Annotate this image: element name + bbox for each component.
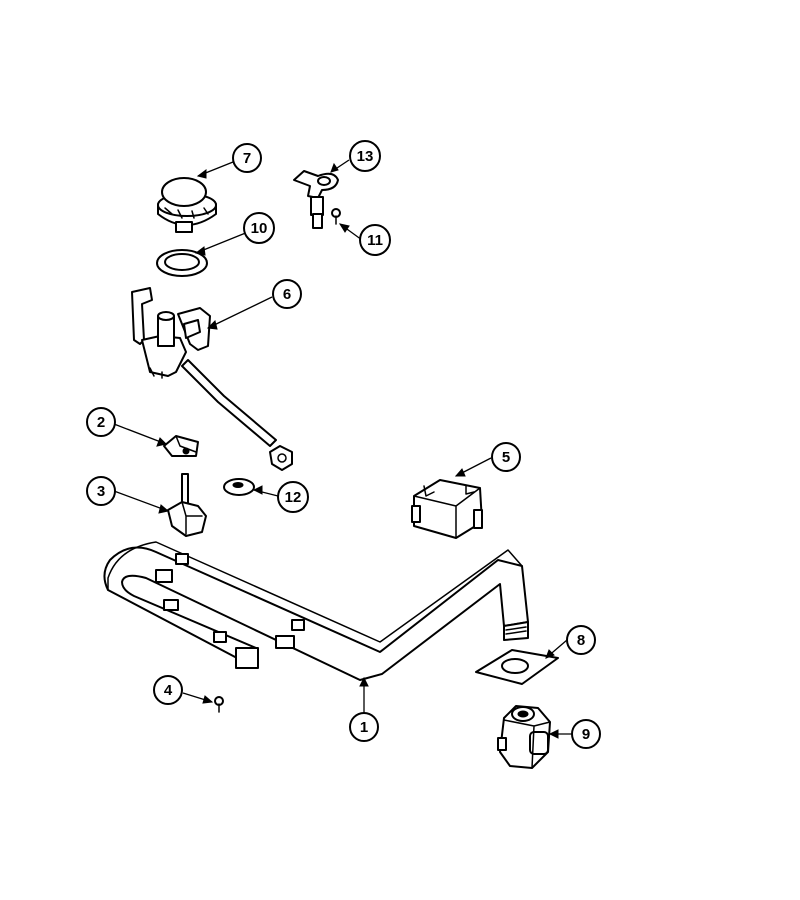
callout-5-label: 5: [502, 449, 510, 466]
callout-13: 13: [349, 140, 381, 172]
callout-1-label: 1: [360, 719, 368, 736]
burner-cap: [157, 177, 217, 233]
washer: [223, 478, 255, 496]
callout-10-label: 10: [251, 220, 268, 237]
callout-5: 5: [491, 442, 521, 472]
callout-1: 1: [349, 712, 379, 742]
callout-9: 9: [571, 719, 601, 749]
arrowheads: [156, 162, 559, 739]
pressure-regulator: [497, 705, 551, 769]
small-screw-top: [331, 208, 341, 225]
callout-7-label: 7: [243, 150, 251, 167]
callout-8: 8: [566, 625, 596, 655]
valve-assembly: [131, 287, 293, 471]
gasket-plate: [475, 649, 559, 685]
small-screw-bottom: [214, 696, 224, 713]
callout-12-label: 12: [285, 489, 302, 506]
callout-6-label: 6: [283, 286, 291, 303]
callout-10: 10: [243, 212, 275, 244]
gasket-ring: [156, 249, 208, 277]
callout-6: 6: [272, 279, 302, 309]
callout-3: 3: [86, 476, 116, 506]
callout-8-label: 8: [577, 632, 585, 649]
callout-2-label: 2: [97, 414, 105, 431]
callout-3-label: 3: [97, 483, 105, 500]
igniter-bracket: [293, 170, 339, 229]
callout-2: 2: [86, 407, 116, 437]
small-clip: [163, 435, 199, 457]
callout-4: 4: [153, 675, 183, 705]
callout-12: 12: [277, 481, 309, 513]
callout-11: 11: [359, 224, 391, 256]
burner-manifold: [103, 541, 529, 681]
callout-7: 7: [232, 143, 262, 173]
ignition-switch: [411, 479, 483, 539]
callout-11-label: 11: [367, 232, 383, 249]
callout-4-label: 4: [164, 682, 173, 699]
orifice-holder: [167, 473, 207, 537]
callout-13-label: 13: [357, 148, 374, 165]
callout-9-label: 9: [582, 726, 590, 743]
